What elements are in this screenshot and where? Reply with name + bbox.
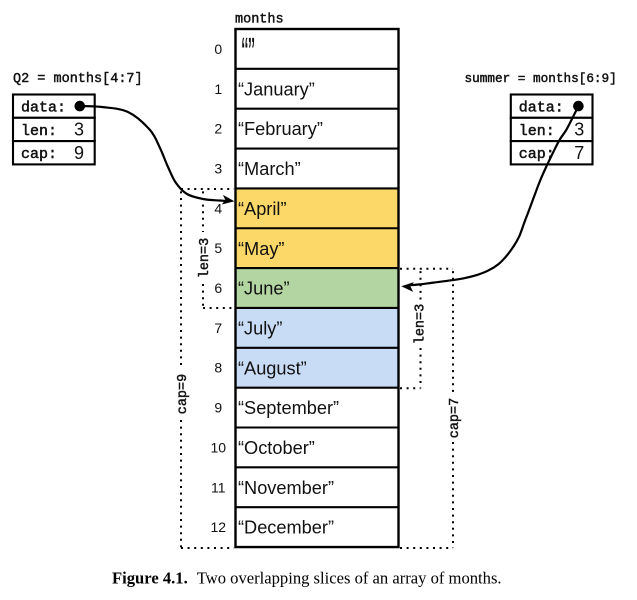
- svg-text:7: 7: [214, 320, 222, 336]
- svg-text:2: 2: [214, 121, 222, 137]
- svg-text:3: 3: [74, 120, 84, 140]
- svg-text:cap:: cap:: [21, 146, 57, 163]
- svg-text:“January”: “January”: [238, 79, 315, 99]
- svg-text:“June”: “June”: [238, 279, 290, 299]
- svg-text:len:: len:: [519, 123, 555, 140]
- svg-text:“February”: “February”: [238, 119, 323, 139]
- svg-text:9: 9: [74, 143, 84, 163]
- svg-text:5: 5: [214, 240, 222, 256]
- svg-text:“September”: “September”: [238, 398, 339, 418]
- svg-text:7: 7: [574, 143, 584, 163]
- svg-text:3: 3: [574, 120, 584, 140]
- svg-text:data:: data:: [21, 99, 66, 116]
- svg-text:12: 12: [211, 519, 227, 535]
- svg-text:8: 8: [214, 360, 222, 376]
- svg-text:0: 0: [214, 41, 222, 57]
- svg-text:len=3: len=3: [198, 238, 213, 279]
- svg-text:data:: data:: [519, 99, 564, 116]
- svg-text:“October”: “October”: [238, 438, 315, 458]
- svg-text:“December”: “December”: [238, 518, 334, 538]
- svg-text:“May”: “May”: [238, 239, 284, 259]
- svg-text:len=3: len=3: [414, 304, 429, 345]
- svg-text:11: 11: [211, 479, 226, 495]
- svg-text:“November”: “November”: [238, 478, 334, 498]
- svg-text:“July”: “July”: [238, 318, 282, 338]
- svg-text:6: 6: [214, 280, 222, 296]
- svg-text:summer = months[6:9]: summer = months[6:9]: [465, 71, 617, 86]
- svg-text:cap=9: cap=9: [176, 374, 191, 415]
- svg-text:cap=7: cap=7: [448, 398, 463, 439]
- svg-text:“August”: “August”: [238, 358, 307, 378]
- svg-text:cap:: cap:: [519, 146, 555, 163]
- svg-text:10: 10: [211, 439, 227, 455]
- svg-text:“”: “”: [242, 29, 255, 78]
- svg-text:9: 9: [214, 400, 222, 416]
- svg-text:4: 4: [214, 200, 222, 216]
- svg-text:1: 1: [214, 81, 222, 97]
- svg-text:3: 3: [214, 160, 222, 176]
- svg-text:“March”: “March”: [238, 159, 301, 179]
- svg-text:len:: len:: [21, 123, 57, 140]
- svg-text:months: months: [235, 13, 284, 28]
- svg-text:“April”: “April”: [238, 199, 287, 219]
- svg-text:Figure 4.1.Two overlapping sli: Figure 4.1.Two overlapping slices of an …: [112, 569, 502, 588]
- svg-text:Q2 = months[4:7]: Q2 = months[4:7]: [13, 72, 143, 87]
